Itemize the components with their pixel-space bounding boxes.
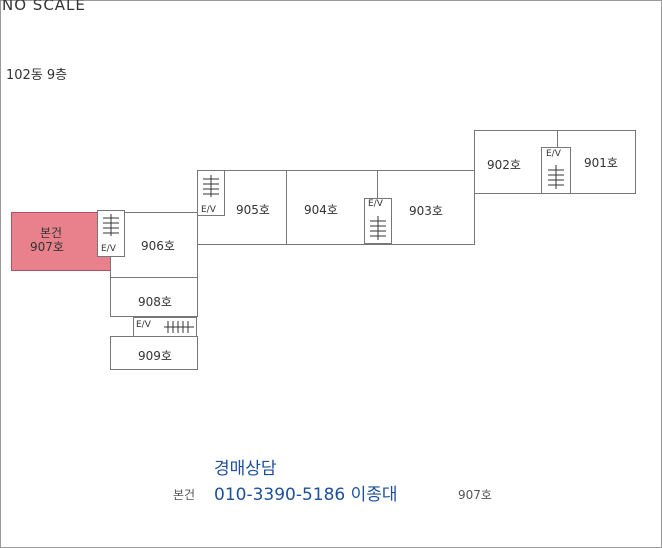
unit-906-label: 906호 <box>141 239 175 253</box>
unit-907-label-line1: 본건 <box>40 226 63 240</box>
unit-907-highlight <box>11 212 111 271</box>
unit-907-label-line2: 907호 <box>30 240 64 254</box>
unit-908-label: 908호 <box>138 295 172 309</box>
unit-909-label: 909호 <box>138 349 172 363</box>
scale-label: NO SCALE <box>2 0 86 14</box>
unit-905-label: 905호 <box>236 203 270 217</box>
stairs-icon <box>164 321 194 333</box>
ev-label-902: E/V <box>546 149 561 159</box>
footer-label-right: 907호 <box>458 488 492 502</box>
stairs-icon <box>203 175 219 197</box>
floor-label: 102동 9층 <box>6 68 68 83</box>
unit-903-label: 903호 <box>409 204 443 218</box>
unit-901-label: 901호 <box>584 156 618 170</box>
ev-label-906: E/V <box>101 244 116 254</box>
stairs-icon <box>548 165 564 189</box>
unit-902-label: 902호 <box>487 158 521 172</box>
ev-label-904: E/V <box>368 199 383 209</box>
stairs-icon <box>103 214 119 236</box>
unit-908-box <box>110 277 198 317</box>
unit-904-label: 904호 <box>304 203 338 217</box>
stairs-icon <box>370 216 386 240</box>
ev-label-908: E/V <box>136 320 151 330</box>
footer-label-left: 본건 <box>173 488 196 502</box>
contact-title: 경매상담 <box>214 459 277 479</box>
unit-904-box <box>286 170 378 245</box>
ev-label-905: E/V <box>201 205 216 215</box>
unit-903-box <box>377 170 475 245</box>
unit-909-box <box>110 336 198 370</box>
contact-phone: 010-3390-5186 이종대 <box>214 485 398 505</box>
